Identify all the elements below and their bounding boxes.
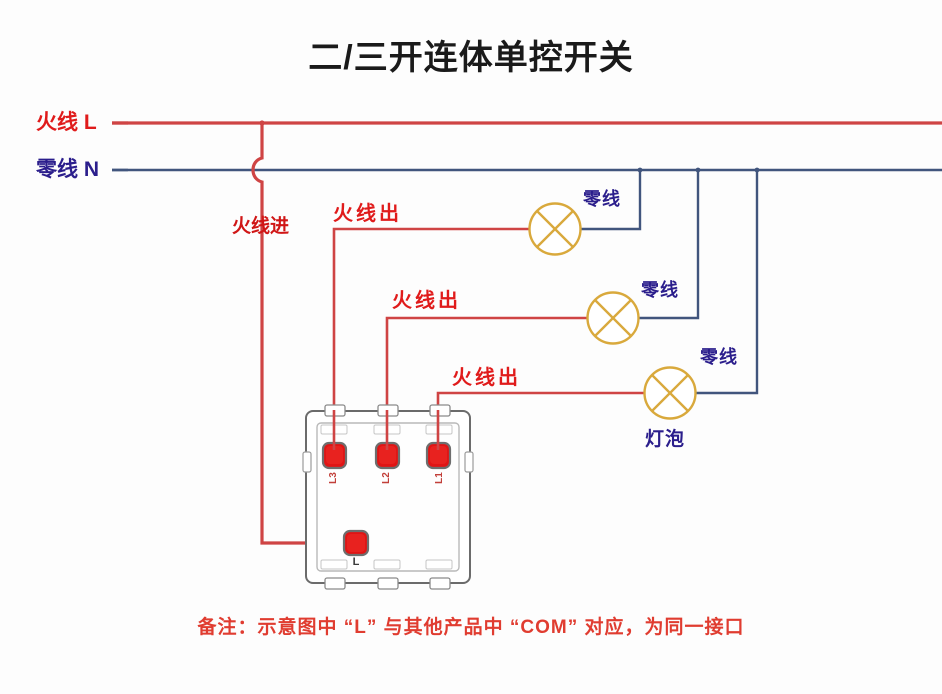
live-out-wire-3: [436, 391, 645, 410]
live-out-wire-2: [385, 316, 588, 410]
neutral-bus-label: 零线 N: [36, 158, 99, 181]
lamp-cross-circle-icon-3: [643, 366, 697, 420]
terminal-label-l1: L1: [434, 472, 445, 484]
terminal-screw-icon-l-common[interactable]: [342, 529, 370, 557]
terminal-lead-wires: [332, 410, 440, 450]
live-in-wire: [251, 120, 318, 545]
live-in-label: 火线进: [232, 216, 290, 237]
lamp-cross-circle-icon-2: [586, 291, 640, 345]
neutral-label-1: 零线: [583, 189, 621, 209]
live-bus-label: 火线 L: [36, 111, 97, 134]
page-title: 二/三开连体单控开关: [308, 39, 634, 77]
live-out-label-1: 火线出: [333, 203, 402, 225]
lamp-cross-circle-icon-1: [528, 202, 582, 256]
neutral-label-3: 零线: [700, 347, 738, 367]
terminal-label-l-common: L: [352, 556, 360, 568]
live-out-label-3: 火线出: [452, 367, 521, 389]
neutral-return-wire-2: [638, 167, 701, 320]
neutral-return-wire-3: [695, 167, 760, 395]
live-out-label-2: 火线出: [392, 290, 461, 312]
footnote: 备注：示意图中 “L” 与其他产品中 “COM” 对应，为同一接口: [197, 617, 745, 638]
terminal-label-l3: L3: [328, 472, 339, 484]
terminal-screw-icon-l1[interactable]: [425, 441, 452, 470]
lamp-caption: 灯泡: [645, 429, 686, 450]
neutral-return-wire-1: [580, 167, 643, 231]
terminal-label-l2: L2: [381, 472, 392, 484]
live-out-wire-1: [332, 227, 530, 410]
neutral-label-2: 零线: [641, 280, 679, 300]
bus-leadin-stubs: [112, 121, 128, 172]
